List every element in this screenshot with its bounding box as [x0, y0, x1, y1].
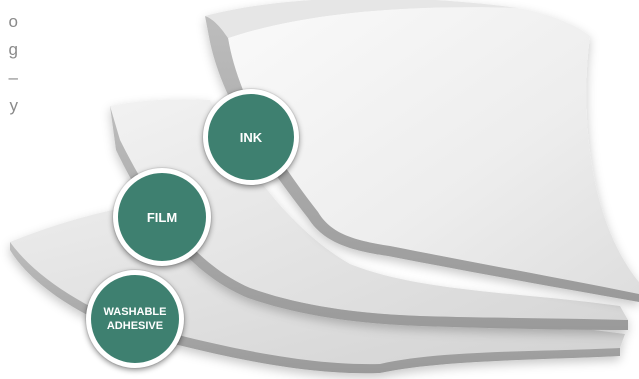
side-text-line: g [8, 40, 18, 59]
adhesive-label-line-2: ADHESIVE [106, 320, 164, 332]
side-text-line: y [9, 96, 19, 115]
washable-adhesive-layer-badge: WASHABLE ADHESIVE [86, 270, 184, 368]
ink-layer-badge: INK [203, 89, 299, 185]
film-layer-label: FILM [146, 209, 178, 225]
ink-layer-label: INK [239, 129, 263, 145]
cropped-side-text: o g – y [0, 8, 18, 120]
film-layer-badge: FILM [113, 168, 211, 266]
side-text-line: o [8, 12, 18, 31]
side-text-line: – [8, 68, 18, 87]
ink-sheet [205, 0, 639, 302]
adhesive-label-line-1: WASHABLE [103, 306, 167, 318]
